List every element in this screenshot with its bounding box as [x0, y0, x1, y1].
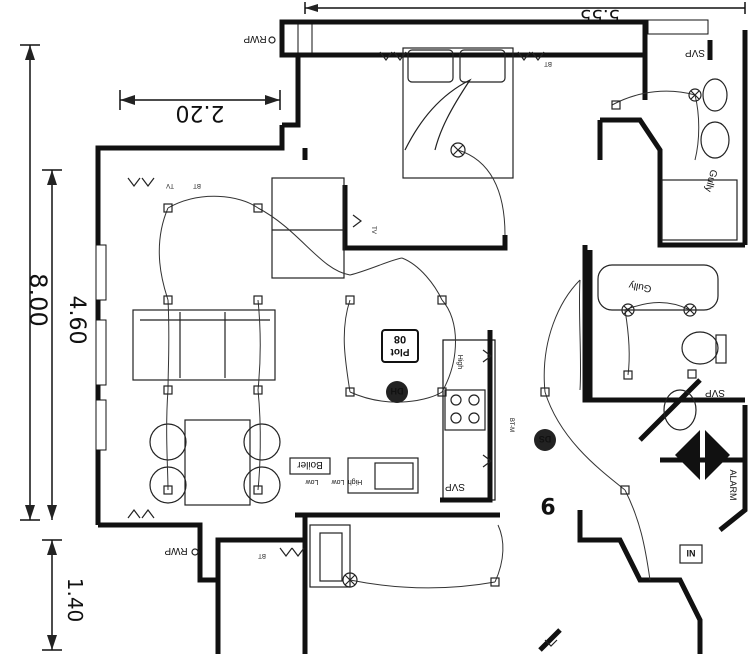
socket-marks	[127, 51, 558, 647]
dim-alcove: 2.20	[176, 100, 225, 125]
rwp-top-label: RWP	[243, 33, 266, 44]
dh-badge: DH	[386, 381, 408, 403]
room-nine-label: 9	[540, 492, 555, 517]
ds-badge: DS	[534, 429, 556, 451]
dim-left-total: 8.00	[24, 273, 52, 326]
dim-left-bottom: 1.40	[63, 578, 87, 623]
dim-top-width: 5.55	[580, 5, 620, 26]
outer-walls	[95, 19, 748, 654]
dim-left-middle: 4.60	[64, 296, 89, 345]
bt-label-3: BT	[258, 552, 266, 558]
svp-kitchen-label: SVP	[445, 481, 465, 492]
low-label-1: Low	[331, 478, 345, 485]
tv-label-2: TV	[370, 226, 376, 234]
ds-label: DS	[539, 434, 552, 444]
tv-label-1: TV	[166, 182, 174, 188]
boiler-label: Boiler	[297, 459, 323, 470]
plot-label: Plot	[390, 346, 410, 357]
high-label-2: High	[456, 355, 463, 370]
bt-label-1: BT	[544, 60, 552, 66]
bt-label-2: BT	[193, 182, 201, 188]
rwp-bottom-label: RWP	[164, 545, 187, 556]
furniture	[132, 47, 738, 588]
dh-label: DH	[391, 386, 404, 396]
switch-points	[163, 100, 697, 587]
svp-right-label: SVP	[705, 387, 725, 398]
svp-top-label: SVP	[685, 47, 705, 58]
wiring	[158, 90, 700, 589]
low-label-2: Low	[305, 478, 319, 485]
plot-box: 08 Plot	[381, 329, 419, 363]
alarm-label: ALARM	[728, 469, 738, 500]
gully-bath-label: Gully	[628, 279, 652, 294]
high-label-1: High	[348, 478, 363, 485]
ni-label: NI	[687, 548, 696, 558]
btm-label: BT-M	[508, 418, 514, 432]
dimension-lines	[20, 2, 746, 651]
gully-top-label: Gully	[702, 168, 719, 193]
light-fixtures	[342, 88, 702, 588]
plot-number: 08	[394, 333, 406, 345]
